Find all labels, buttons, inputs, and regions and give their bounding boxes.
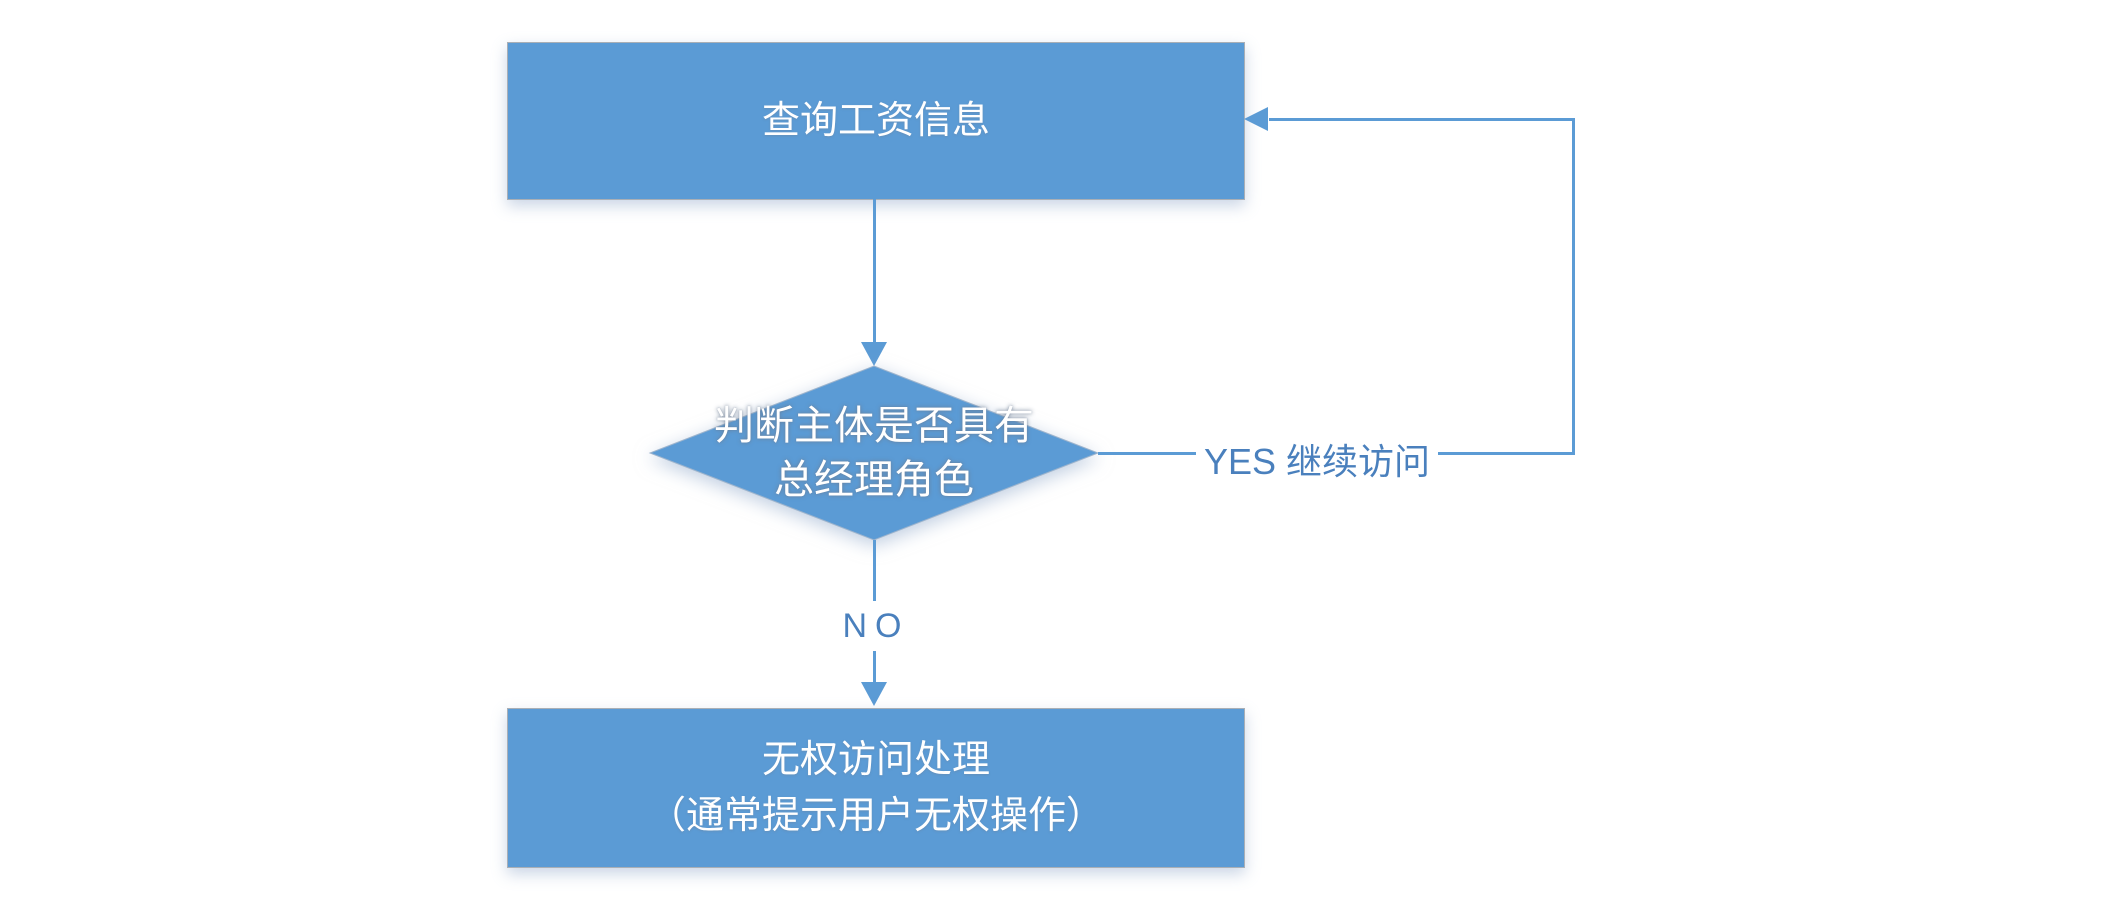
edge-decision-to-deny-upper [873,540,876,604]
process-node-query-salary-label: 查询工资信息 [761,100,990,142]
decision-diamond [648,365,1100,541]
process-node-deny-handling: 无权访问处理 （通常提示用户无权操作） [507,708,1245,868]
arrowhead-left-icon [1244,107,1268,131]
deny-label-line2: （通常提示用户无权操作） [647,795,1104,837]
deny-label-line1: 无权访问处理 [761,739,990,781]
edge-yes-return-horizontal [1269,118,1575,121]
process-node-query-salary: 查询工资信息 [507,42,1245,200]
edge-yes-vertical [1572,118,1575,455]
edge-decision-to-deny-lower [873,648,876,684]
edge-label-no: NO [836,601,916,651]
arrowhead-down-icon [861,682,887,706]
edge-query-to-decision [873,198,876,344]
arrowhead-down-icon [861,342,887,366]
edge-label-yes: YES 继续访问 [1196,436,1439,488]
